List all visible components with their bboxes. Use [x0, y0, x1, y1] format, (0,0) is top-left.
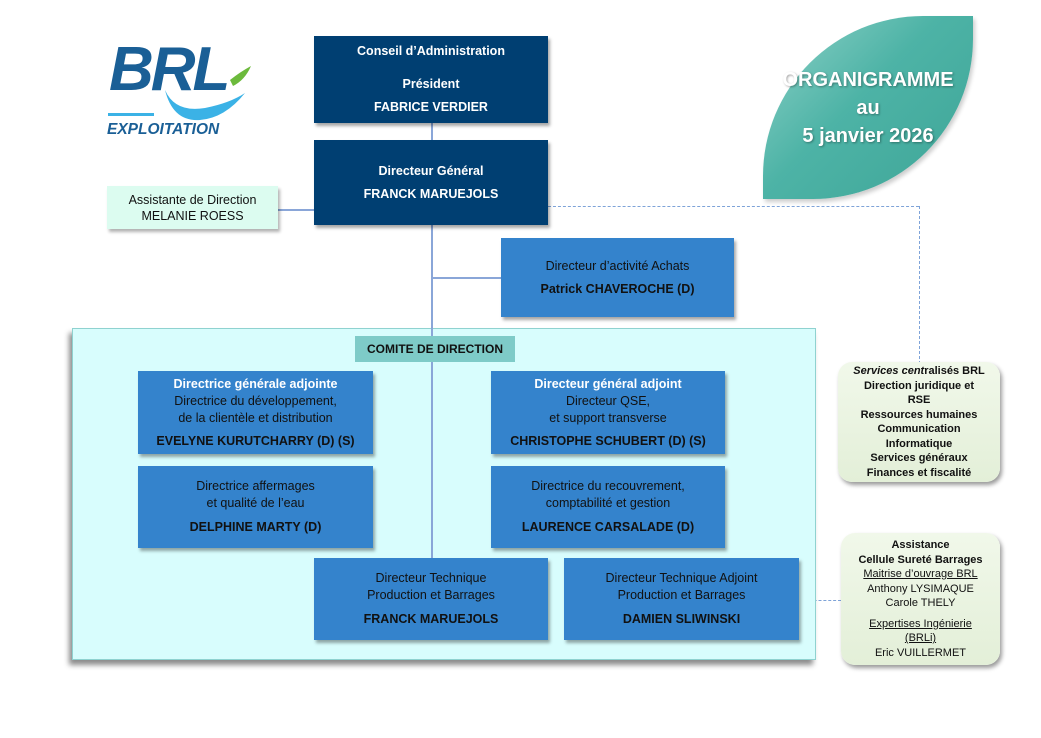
assistante-name: MELANIE ROESS	[141, 208, 244, 223]
dga2-title: Directeur général adjoint	[534, 376, 682, 391]
recouvrement-line1: Directrice du recouvrement,	[531, 479, 685, 493]
services-title-rest: ralisés BRL	[924, 365, 985, 377]
dg-role: Directeur Général	[378, 163, 484, 178]
banner-line2: au	[856, 96, 880, 119]
moa-name: Carole THELY	[885, 597, 956, 609]
assistante-direction-box: Assistante de Direction MELANIE ROESS	[107, 186, 278, 229]
banner-line1: ORGANIGRAMME	[782, 68, 954, 91]
achats-role: Directeur d’activité Achats	[545, 258, 690, 273]
services-item: Services généraux	[870, 452, 968, 464]
services-item: RSE	[907, 394, 931, 406]
conseil-administration-box: Conseil d’Administration Président FABRI…	[314, 36, 548, 123]
achats-box: Directeur d’activité Achats Patrick CHAV…	[501, 238, 734, 317]
recouvrement-name: LAURENCE CARSALADE (D)	[521, 520, 695, 534]
affermages-line2: et qualité de l’eau	[206, 496, 305, 510]
banner-line3: 5 janvier 2026	[802, 124, 934, 147]
expertise-label-brli: (BRLi)	[904, 632, 937, 644]
tech-line2: Production et Barrages	[367, 588, 495, 602]
tech-adj-line1: Directeur Technique Adjoint	[605, 571, 758, 585]
organigramme-banner: ORGANIGRAMME au 5 janvier 2026	[763, 16, 973, 199]
dashed-link-services-h	[548, 206, 919, 207]
achats-name: Patrick CHAVEROCHE (D)	[540, 281, 695, 296]
services-title: Services centralisés BRL	[838, 364, 1000, 379]
services-centralises-box: Services centralisés BRL Direction jurid…	[838, 362, 1000, 482]
tech-line1: Directeur Technique	[375, 571, 487, 585]
dg-name: FRANCK MARUEJOLS	[363, 186, 499, 201]
comite-direction-label: COMITE DE DIRECTION	[355, 336, 515, 362]
conseil-role: Président	[402, 77, 460, 91]
dga2-line1: Directeur QSE,	[565, 393, 651, 408]
directeur-general-box: Directeur Général FRANCK MARUEJOLS	[314, 140, 548, 225]
connector-conseil-dg	[431, 123, 433, 140]
assistance-title: Assistance	[891, 539, 950, 551]
logo-subtitle: EXPLOITATION	[107, 121, 220, 138]
directeur-technique-box: Directeur Technique Production et Barrag…	[314, 558, 548, 640]
directeur-technique-adjoint-box: Directeur Technique Adjoint Production e…	[564, 558, 799, 640]
logo-brand: BRL	[109, 35, 230, 104]
dga1-title: Directrice générale adjointe	[173, 376, 338, 391]
recouvrement-box: Directrice du recouvrement, comptabilité…	[491, 466, 725, 548]
conseil-title: Conseil d’Administration	[357, 44, 505, 58]
expertise-name: Eric VUILLERMET	[874, 646, 967, 659]
connector-assistante	[278, 209, 314, 211]
services-item: Finances et fiscalité	[866, 466, 972, 479]
moa-label: Maitrise d’ouvrage BRL	[863, 568, 978, 580]
dashed-link-services-v	[919, 206, 920, 364]
tech-adj-name: DAMIEN SLIWINSKI	[622, 612, 741, 626]
services-item: Communication	[877, 423, 961, 435]
conseil-name: FABRICE VERDIER	[374, 100, 488, 114]
expertise-label: Expertises Ingénierie	[869, 617, 972, 630]
affermages-name: DELPHINE MARTY (D)	[189, 520, 322, 534]
services-item: Direction juridique et	[863, 379, 974, 392]
assistante-role: Assistante de Direction	[128, 192, 257, 207]
tech-name: FRANCK MARUEJOLS	[363, 612, 499, 626]
dga1-line1: Directrice du développement,	[174, 393, 337, 408]
dga2-name: CHRISTOPHE SCHUBERT (D) (S)	[510, 433, 706, 448]
dga1-name: EVELYNE KURUTCHARRY (D) (S)	[156, 433, 355, 448]
tech-adj-line2: Production et Barrages	[617, 588, 746, 602]
connector-comite-vertical	[431, 328, 433, 560]
dga-developpement-box: Directrice générale adjointe Directrice …	[138, 371, 373, 454]
dga2-line2: et support transverse	[549, 410, 667, 425]
dashed-link-assistance	[799, 600, 841, 601]
connector-achats	[431, 277, 501, 279]
moa-name: Anthony LYSIMAQUE	[867, 582, 974, 595]
services-title-italic: Services cent	[853, 365, 925, 377]
dga1-line2: de la clientèle et distribution	[178, 410, 333, 425]
services-item: Informatique	[885, 437, 953, 450]
assistance-surete-box: Assistance Cellule Sureté Barrages Maitr…	[841, 533, 1000, 665]
services-item: Ressources humaines	[860, 408, 978, 421]
affermages-box: Directrice affermages et qualité de l’ea…	[138, 466, 373, 548]
logo-swoosh-icon	[108, 66, 251, 121]
brl-logo: BRL EXPLOITATION	[105, 35, 255, 143]
affermages-line1: Directrice affermages	[196, 479, 315, 493]
recouvrement-line2: comptabilité et gestion	[545, 496, 671, 510]
assistance-subtitle: Cellule Sureté Barrages	[858, 553, 983, 566]
dga-qse-box: Directeur général adjoint Directeur QSE,…	[491, 371, 725, 454]
